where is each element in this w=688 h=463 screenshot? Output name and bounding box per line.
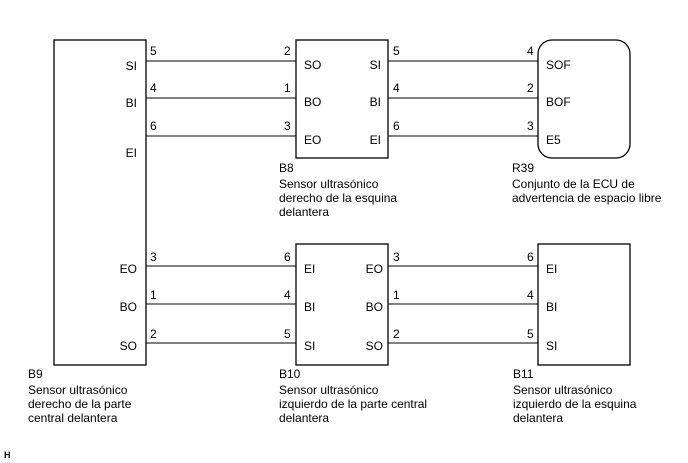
signal-label: SI (370, 58, 381, 72)
caption-b10: B10 Sensor ultrasónico izquierdo de la p… (279, 367, 427, 425)
wires-b8-r39: 5 4 6 4 2 3 (388, 44, 538, 137)
wires-b9-b8: 5 4 6 2 1 3 (146, 44, 296, 137)
signal-label: EO (120, 262, 137, 276)
signal-label: SI (126, 59, 137, 73)
pin-number: 5 (284, 327, 291, 341)
pin-number: 1 (150, 288, 157, 302)
pin-number: 3 (393, 250, 400, 264)
pin-number: 4 (527, 288, 534, 302)
pin-number: 6 (284, 250, 291, 264)
pin-number: 2 (527, 81, 534, 95)
pin-number: 2 (284, 44, 291, 58)
component-code: R39 (512, 161, 534, 175)
signal-label: BI (126, 96, 137, 110)
signal-label: EI (546, 262, 557, 276)
signal-label: BO (366, 300, 383, 314)
signal-label: BO (304, 95, 321, 109)
pin-number: 3 (284, 119, 291, 133)
caption-b9: B9 Sensor ultrasónico derecho de la part… (28, 367, 132, 425)
signal-label: BI (370, 95, 381, 109)
signal-label: BI (304, 300, 315, 314)
component-code: B11 (513, 367, 534, 381)
signal-label: BOF (546, 95, 571, 109)
component-description-line: izquierdo de la parte central (279, 397, 427, 411)
component-description-line: Sensor ultrasónico (513, 383, 613, 397)
signal-label: SI (304, 339, 315, 353)
b10-signal-labels: EI BI SI EO BO SO (304, 262, 383, 353)
pin-number: 5 (393, 44, 400, 58)
pin-number: 4 (284, 288, 291, 302)
component-description-line: izquierdo de la esquina (513, 397, 637, 411)
signal-label: SO (366, 339, 383, 353)
component-description-line: derecho de la esquina (279, 191, 397, 205)
pin-number: 5 (150, 44, 157, 58)
component-code: B9 (28, 367, 43, 381)
component-description-line: delantera (279, 411, 329, 425)
component-description-line: central delantera (28, 411, 118, 425)
b11-signal-labels: EI BI SI (546, 262, 557, 353)
signal-label: SO (120, 339, 137, 353)
pin-number: 1 (393, 288, 400, 302)
r39-signal-labels: SOF BOF E5 (546, 58, 571, 147)
signal-label: BI (546, 300, 557, 314)
signal-label: EI (370, 133, 381, 147)
pin-number: 1 (284, 81, 291, 95)
component-b8-box (295, 39, 389, 159)
pin-number: 6 (393, 119, 400, 133)
signal-label: EO (366, 262, 383, 276)
component-description-line: Sensor ultrasónico (28, 383, 128, 397)
b8-signal-labels: SO BO EO SI BI EI (304, 58, 381, 147)
pin-number: 6 (150, 119, 157, 133)
wires-b9-b10: 3 1 2 6 4 5 (146, 250, 296, 344)
wires-b10-b11: 3 1 2 6 4 5 (388, 250, 538, 344)
pin-number: 3 (150, 250, 157, 264)
component-description-line: delantera (279, 205, 329, 219)
signal-label: EI (126, 146, 137, 160)
pin-number: 4 (393, 81, 400, 95)
pin-number: 2 (393, 327, 400, 341)
signal-label: SI (546, 339, 557, 353)
signal-label: E5 (546, 133, 561, 147)
pin-number: 2 (150, 327, 157, 341)
component-code: B8 (279, 161, 294, 175)
component-description-line: delantera (513, 411, 563, 425)
caption-r39: R39 Conjunto de la ECU de advertencia de… (512, 161, 662, 205)
component-b9-box (53, 39, 147, 366)
component-description-line: Conjunto de la ECU de (512, 177, 635, 191)
caption-b11: B11 Sensor ultrasónico izquierdo de la e… (513, 367, 637, 425)
pin-number: 4 (150, 81, 157, 95)
component-r39-box (537, 39, 631, 159)
pin-number: 6 (527, 250, 534, 264)
signal-label: SO (304, 58, 321, 72)
component-code: B10 (279, 367, 301, 381)
pin-number: 3 (527, 119, 534, 133)
pin-number: 5 (527, 327, 534, 341)
signal-label: SOF (546, 58, 571, 72)
signal-label: BO (120, 300, 137, 314)
component-description-line: Sensor ultrasónico (279, 177, 379, 191)
signal-label: EO (304, 133, 321, 147)
signal-label: EI (304, 262, 315, 276)
component-description-line: derecho de la parte (28, 397, 132, 411)
component-description-line: Sensor ultrasónico (279, 383, 379, 397)
figure-code: H (4, 450, 11, 460)
component-description-line: advertencia de espacio libre (512, 191, 662, 205)
b9-signal-labels: SI BI EI EO BO SO (120, 59, 137, 353)
pin-number: 4 (527, 44, 534, 58)
caption-b8: B8 Sensor ultrasónico derecho de la esqu… (279, 161, 397, 219)
